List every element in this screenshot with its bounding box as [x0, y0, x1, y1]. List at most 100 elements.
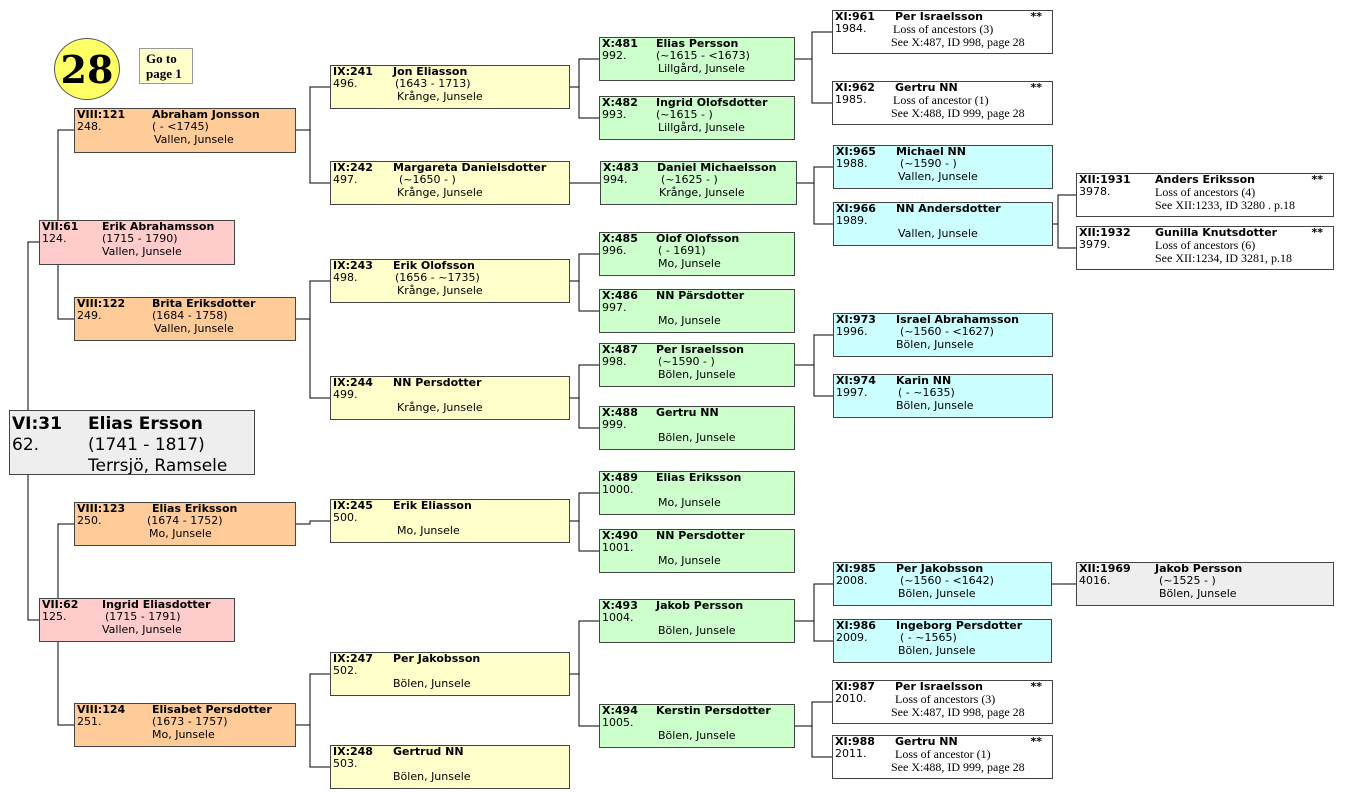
- person-place: Bölen, Junsele: [658, 624, 736, 637]
- person-place: See X:487, ID 998, page 28: [891, 35, 1025, 49]
- person-name: Michael NN: [896, 145, 966, 158]
- person-code: XI:962: [835, 81, 875, 94]
- person-place: Vallen, Junsele: [102, 245, 182, 258]
- person-dates: Loss of ancestors (3): [895, 692, 996, 706]
- person-place: Mo, Junsele: [152, 728, 215, 741]
- person-name: Karin NN: [896, 374, 952, 387]
- loss-marker: **: [1030, 735, 1042, 748]
- person-dates: (~1560 - <1627): [900, 325, 994, 338]
- person-dates: (1673 - 1757): [152, 715, 228, 728]
- person-name: Kerstin Persdotter: [656, 704, 771, 717]
- person-code: X:493: [602, 599, 638, 612]
- person-dates: Loss of ancestors (3): [893, 22, 994, 36]
- person-name: Anders Eriksson: [1155, 173, 1255, 186]
- person-code: X:487: [602, 343, 638, 356]
- person-dates: Loss of ancestor (1): [893, 93, 989, 107]
- person-place: See X:487, ID 998, page 28: [891, 705, 1025, 719]
- person-number: 3978.: [1079, 185, 1111, 198]
- person-name: Per Israelsson: [656, 343, 744, 356]
- person-dates: Loss of ancestor (1): [895, 747, 991, 761]
- person-code: XI:988: [835, 735, 875, 748]
- person-name: Ingeborg Persdotter: [896, 619, 1023, 632]
- person-number: 4016.: [1079, 574, 1111, 587]
- person-dates: (1656 - ~1735): [395, 271, 480, 284]
- person-place: Terrsjö, Ramsele: [88, 456, 228, 475]
- person-code: IX:245: [333, 499, 373, 512]
- person-number: 497.: [333, 173, 358, 186]
- person-name: Per Israelsson: [895, 680, 983, 693]
- person-place: Krånge, Junsele: [397, 90, 483, 103]
- person-box-xii-1931[interactable]: XII:1931 Anders Eriksson 3978. Loss of ance…: [1076, 173, 1334, 217]
- person-code: XII:1931: [1079, 173, 1131, 186]
- person-place: Krånge, Junsele: [397, 284, 483, 297]
- person-dates: (1643 - 1713): [395, 77, 471, 90]
- person-number: 993.: [602, 108, 627, 121]
- person-code: X:485: [602, 232, 638, 245]
- person-number: 498.: [333, 271, 358, 284]
- person-place: Mo, Junsele: [658, 554, 721, 567]
- person-code: XI:965: [836, 145, 876, 158]
- person-place: Vallen, Junsele: [154, 133, 234, 146]
- person-place: Krånge, Junsele: [397, 186, 483, 199]
- person-dates: (~1615 - ): [656, 108, 713, 121]
- person-number: 503.: [333, 757, 358, 770]
- person-place: Mo, Junsele: [658, 314, 721, 327]
- person-code: XI:961: [835, 10, 875, 23]
- person-dates: Loss of ancestors (4): [1155, 185, 1256, 199]
- person-place: Bölen, Junsele: [896, 399, 974, 412]
- person-code: VIII:121: [77, 108, 126, 121]
- person-name: NN Persdotter: [393, 376, 482, 389]
- person-name: Per Jakobsson: [393, 652, 481, 665]
- person-name: Gunilla Knutsdotter: [1155, 226, 1278, 239]
- person-number: 249.: [77, 309, 102, 322]
- connector-path: [27, 31, 1076, 768]
- person-code: XI:973: [836, 313, 876, 326]
- person-number: 1985.: [835, 93, 867, 106]
- person-place: Lillgård, Junsele: [658, 62, 745, 75]
- person-number: 499.: [333, 388, 358, 401]
- loss-marker: **: [1311, 173, 1323, 186]
- person-number: 1997.: [836, 386, 868, 399]
- go-to-page-link[interactable]: Go to page 1: [139, 48, 193, 84]
- person-number: 1001.: [602, 541, 634, 554]
- loss-marker: **: [1030, 81, 1042, 94]
- person-place: See X:488, ID 999, page 28: [891, 760, 1025, 774]
